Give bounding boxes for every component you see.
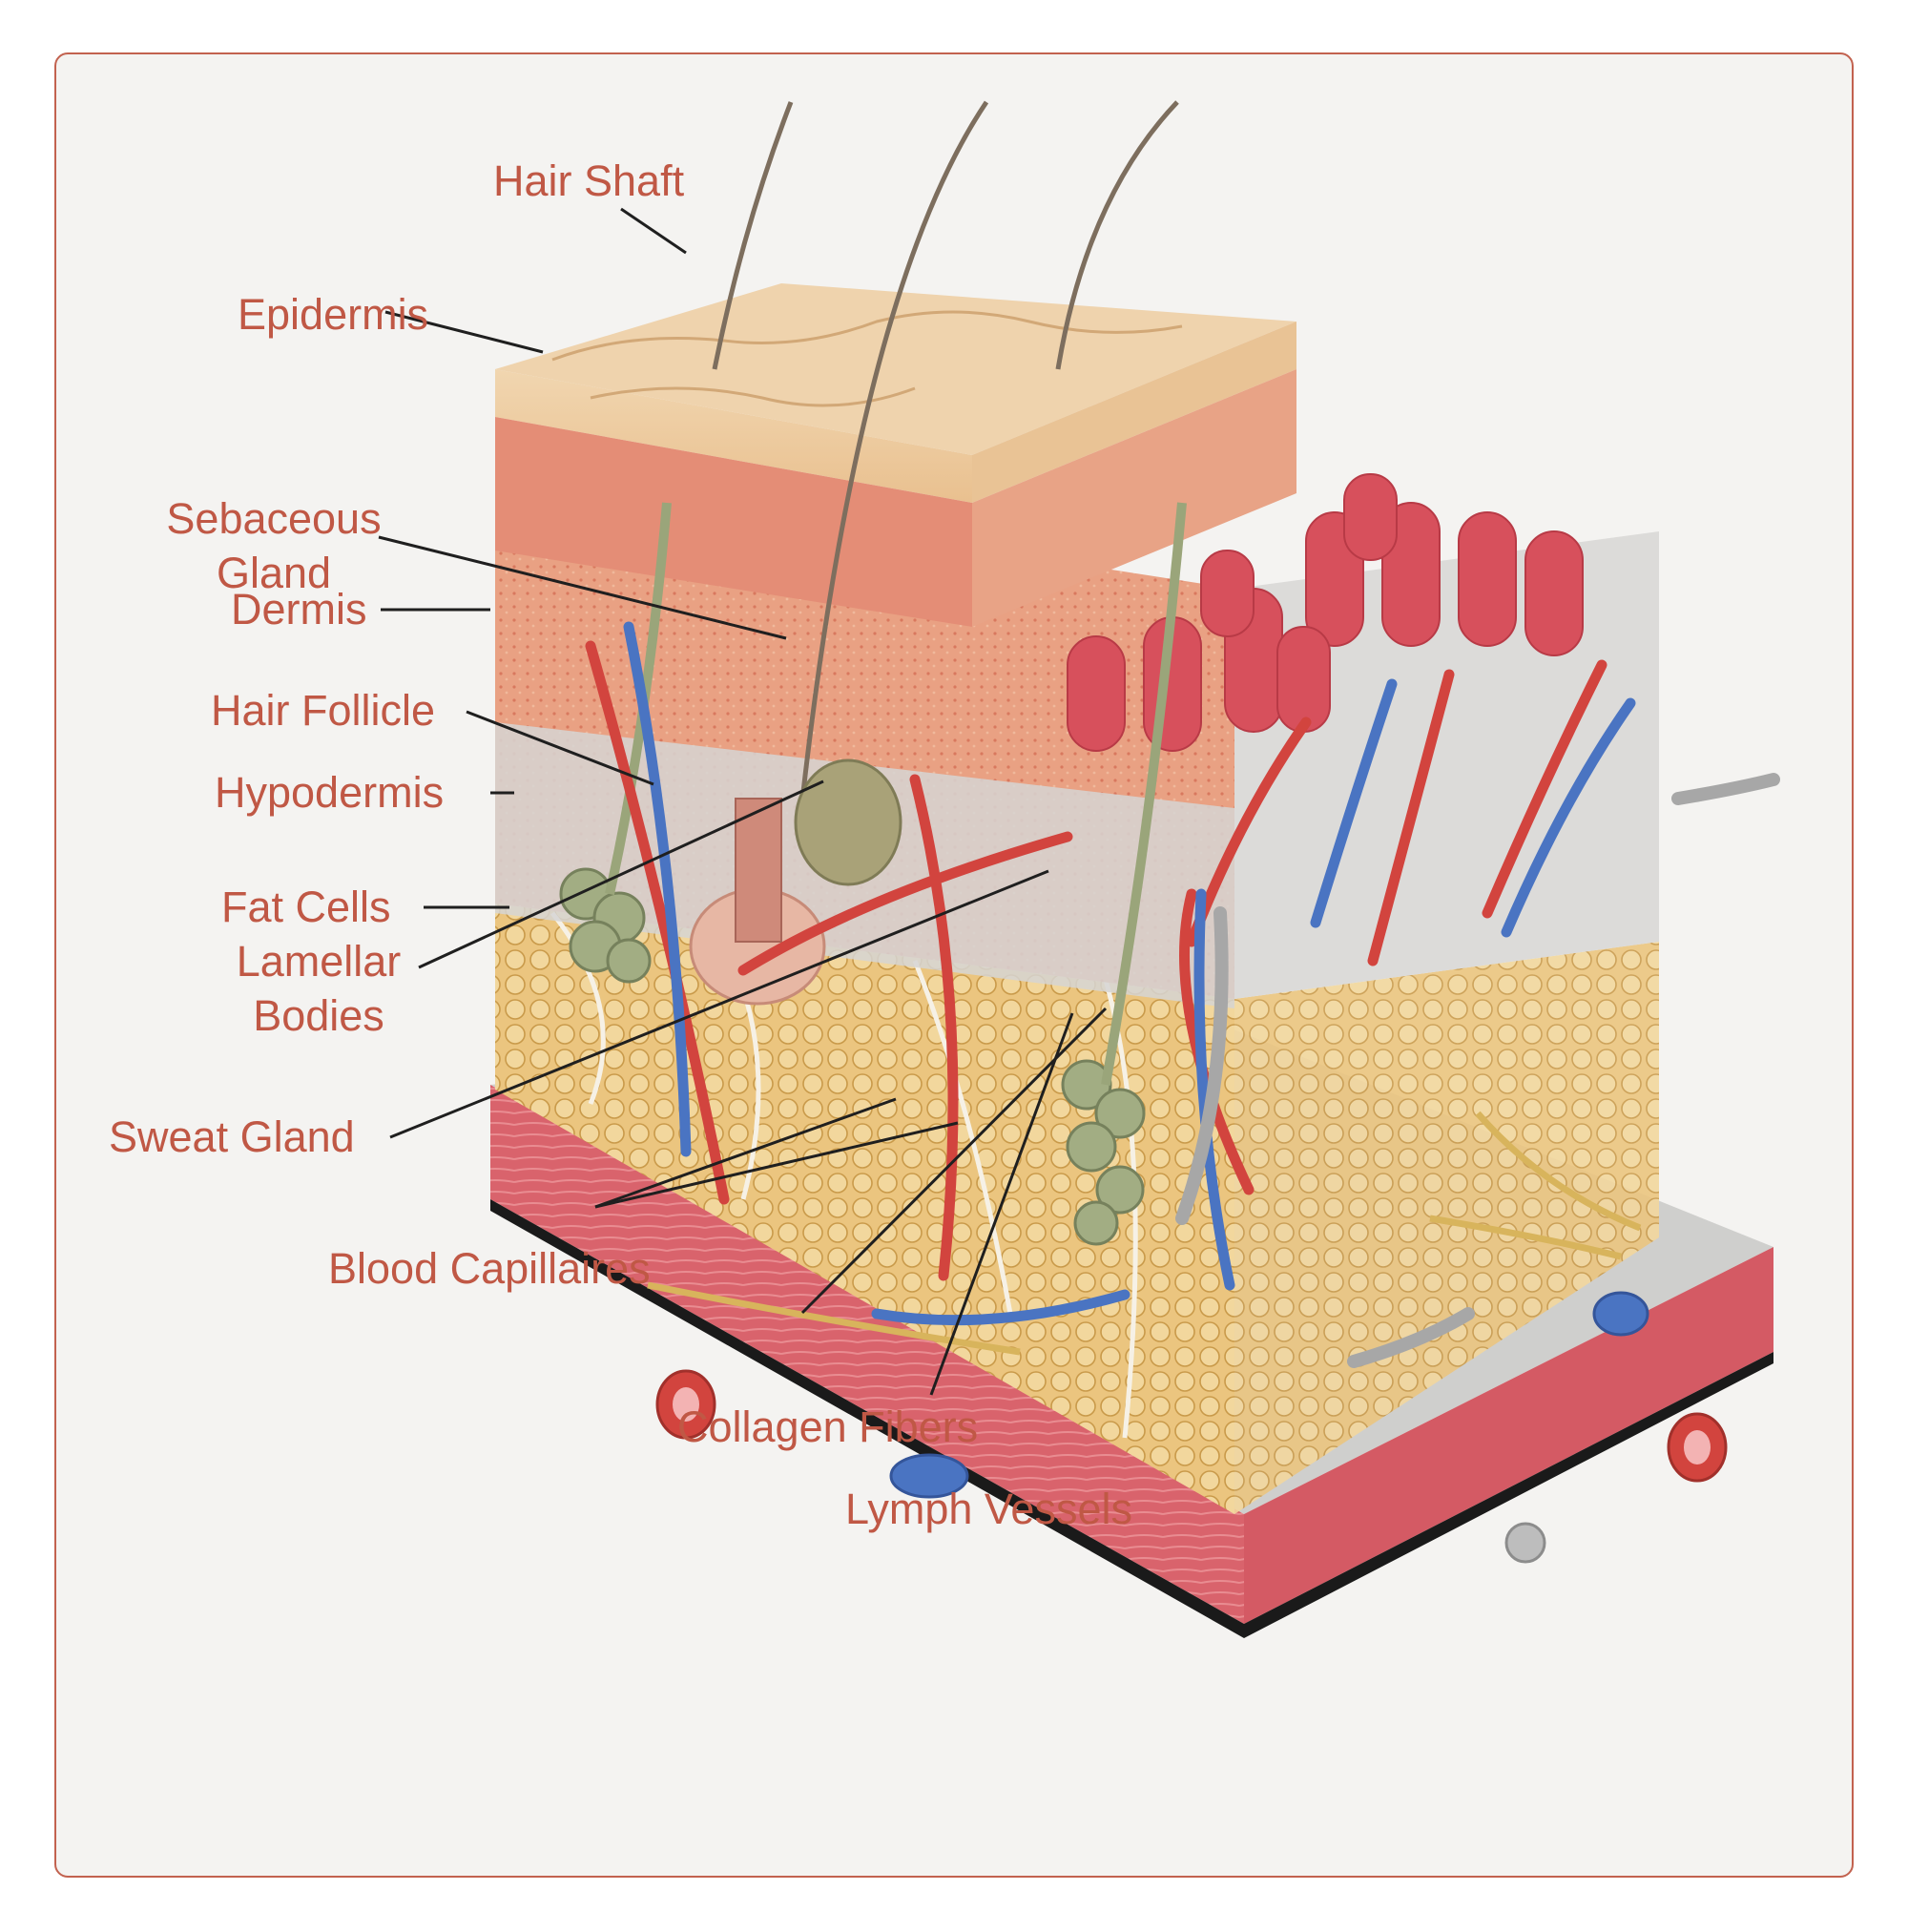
- nerves: [647, 1111, 1642, 1356]
- label-lamellar-bodies-line2: Bodies: [253, 991, 384, 1040]
- lymph-vessel-shapes: [1175, 773, 1780, 1368]
- label-epidermis: Epidermis: [238, 290, 429, 339]
- epidermis-side: [972, 322, 1296, 503]
- label-lymph-vessels: Lymph Vessels: [845, 1485, 1132, 1533]
- veins: [623, 621, 1636, 1326]
- sebaceous-gland-shape: [794, 758, 902, 886]
- epidermis-ridges: [551, 310, 1183, 407]
- vessel-cross-sections: [655, 1291, 1728, 1564]
- label-hair-shaft: Hair Shaft: [493, 156, 685, 205]
- label-collagen-fibers: Collagen Fibers: [677, 1402, 979, 1451]
- arteries: [585, 640, 1607, 1281]
- collagen-septa: [550, 911, 1138, 1439]
- label-dermis: Dermis: [231, 585, 367, 634]
- muscle-base-bottom-edge: [490, 1199, 1773, 1638]
- label-hypodermis: Hypodermis: [215, 768, 445, 817]
- epidermis-top: [495, 283, 1296, 455]
- label-sebaceous-gland-line2: Gland: [216, 549, 332, 597]
- label-blood-capillaires: Blood Capillaires: [328, 1244, 651, 1293]
- label-sweat-gland: Sweat Gland: [109, 1112, 355, 1161]
- dermis-upper-front: [495, 417, 972, 627]
- sweat-glands: [559, 867, 1146, 1246]
- dermis-upper-side: [972, 369, 1296, 627]
- muscle-base-front: [490, 1085, 1244, 1624]
- leader-lines: [378, 207, 1108, 1396]
- label-fat-cells: Fat Cells: [221, 883, 391, 931]
- label-lamellar-bodies-line1: Lamellar: [236, 937, 402, 986]
- label-sebaceous-gland-line1: Sebaceous: [166, 494, 382, 543]
- fat-layer-side: [1234, 942, 1659, 1514]
- diagram-frame: Hair Shaft Epidermis Sebaceous Gland Der…: [54, 52, 1854, 1878]
- hair-follicle-root: [735, 798, 782, 943]
- hair-shafts: [712, 100, 1179, 819]
- dermal-papillae: [1067, 473, 1584, 752]
- skin-illustration: [378, 100, 1780, 1638]
- label-hair-follicle: Hair Follicle: [211, 686, 436, 735]
- muscle-base-side: [1244, 1247, 1773, 1624]
